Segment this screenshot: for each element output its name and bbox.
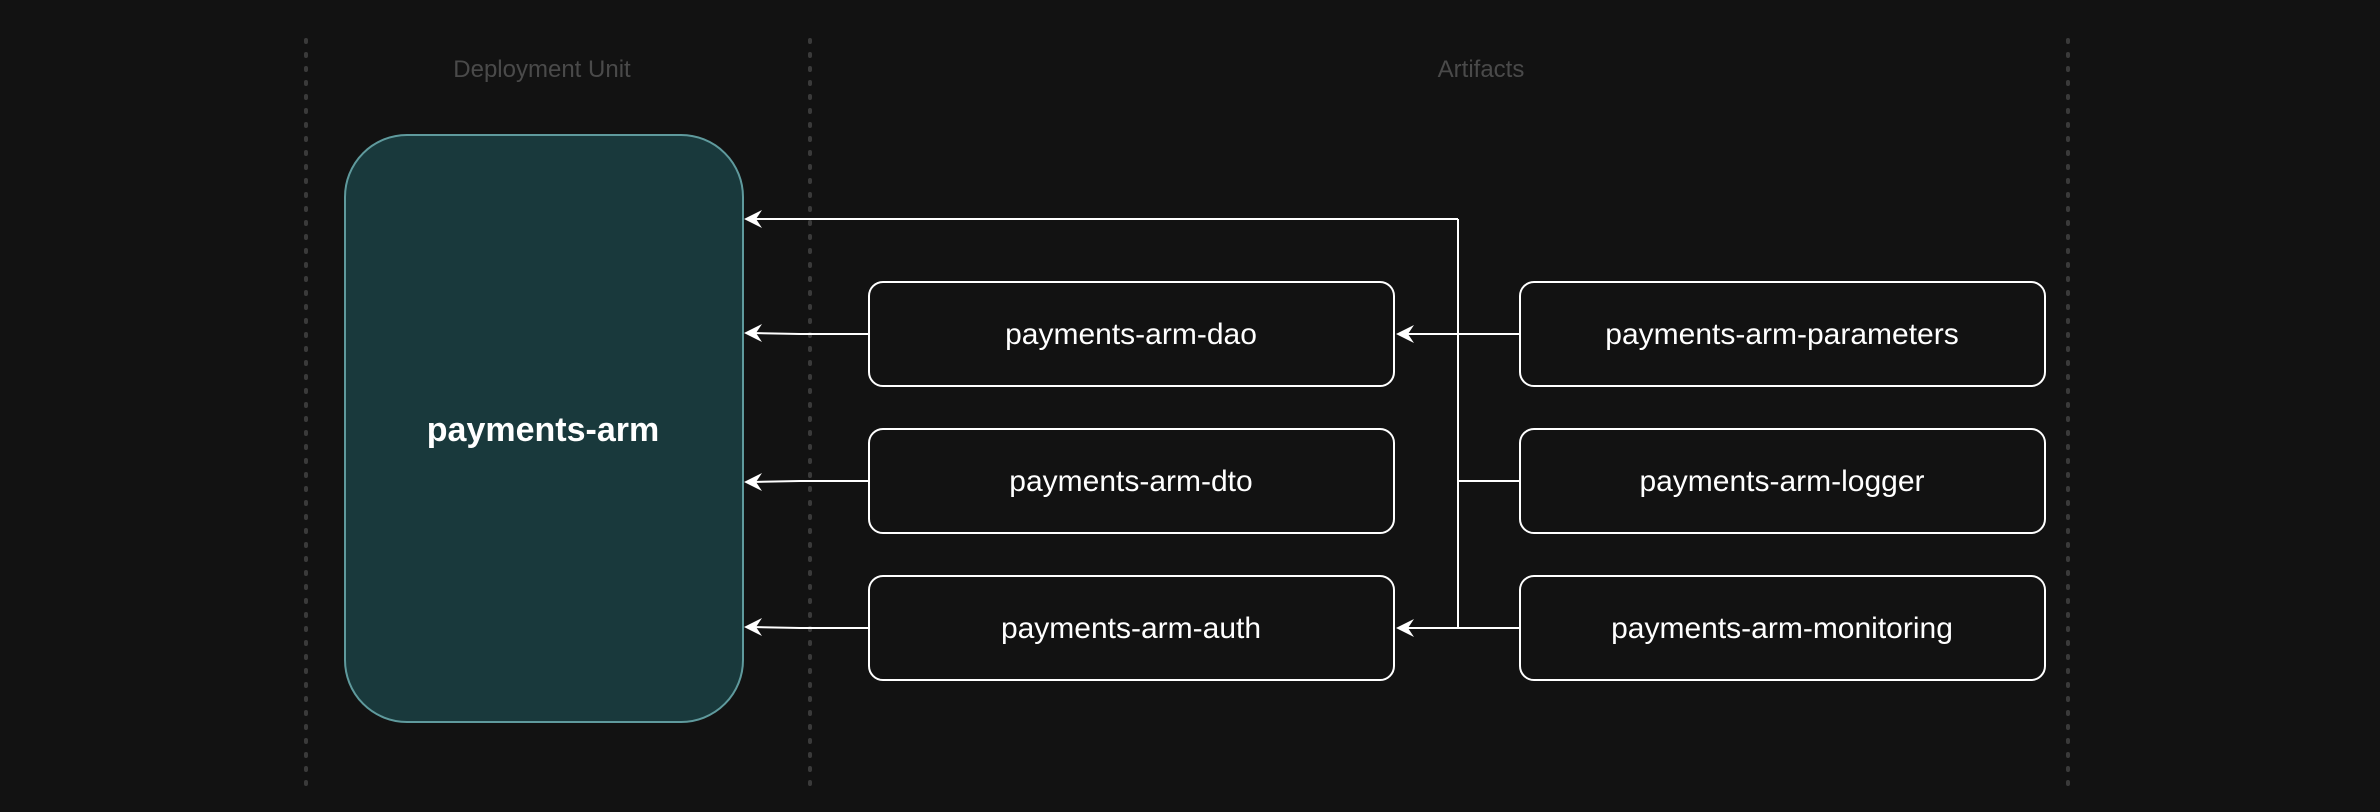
artifact-label-auth: payments-arm-auth [1001, 612, 1261, 645]
artifact-node-dao[interactable]: payments-arm-dao [868, 281, 1395, 387]
arrowhead-dao-to-unit [744, 324, 762, 342]
artifact-label-dao: payments-arm-dao [1005, 318, 1257, 351]
arrowhead-monitoring-to-auth [1396, 619, 1414, 637]
artifact-label-logger: payments-arm-logger [1639, 465, 1924, 498]
artifact-label-dto: payments-arm-dto [1009, 465, 1252, 498]
column-header-artifacts: Artifacts [1438, 56, 1525, 83]
edge-auth-to-unit [751, 626, 869, 629]
artifact-node-parameters[interactable]: payments-arm-parameters [1519, 281, 2046, 387]
edge-dao-to-unit [751, 332, 869, 335]
artifact-node-auth[interactable]: payments-arm-auth [868, 575, 1395, 681]
arrowhead-trunk-to-unit [744, 210, 762, 228]
arrowhead-auth-to-unit [744, 618, 762, 636]
artifact-label-parameters: payments-arm-parameters [1605, 318, 1958, 351]
artifact-label-monitoring: payments-arm-monitoring [1611, 612, 1953, 645]
artifact-node-dto[interactable]: payments-arm-dto [868, 428, 1395, 534]
deployment-unit-label: payments-arm [427, 411, 659, 449]
edge-dto-to-unit [751, 480, 869, 483]
arrowhead-dto-to-unit [744, 473, 762, 491]
dependency-edges [744, 210, 1520, 637]
arrowhead-parameters-to-dao [1396, 325, 1414, 343]
artifact-node-logger[interactable]: payments-arm-logger [1519, 428, 2046, 534]
deployment-unit-node[interactable]: payments-arm [344, 134, 744, 723]
artifact-node-monitoring[interactable]: payments-arm-monitoring [1519, 575, 2046, 681]
column-header-deployment-unit: Deployment Unit [453, 56, 631, 83]
